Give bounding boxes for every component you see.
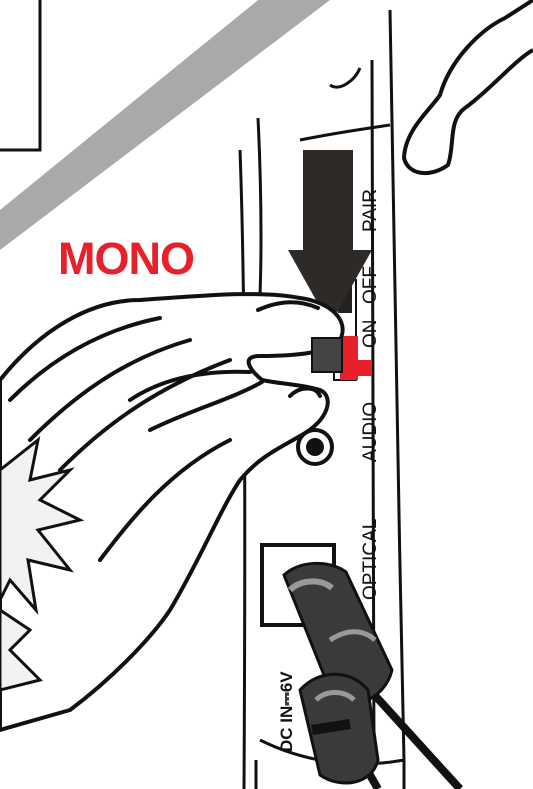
dc-in-label: DC IN⎓6V <box>277 671 296 752</box>
switch-knob[interactable] <box>312 338 342 372</box>
audio-jack-hole <box>306 438 324 456</box>
optical-cable <box>370 690 460 789</box>
off-label: OFF <box>360 266 381 304</box>
pair-label: PAIR <box>360 189 381 232</box>
audio-label: AUDIO <box>360 402 381 462</box>
device-edge-band <box>0 0 330 250</box>
upper-hand-fingertip <box>330 68 360 87</box>
on-label: ON <box>360 320 381 349</box>
frame-line <box>0 0 40 150</box>
switch-red-stripe <box>350 360 372 376</box>
dc-plug-icon <box>300 674 378 783</box>
mono-callout: MONO <box>58 236 194 281</box>
optical-label: OPTICAL <box>360 519 381 600</box>
upper-hand-icon <box>404 0 533 173</box>
